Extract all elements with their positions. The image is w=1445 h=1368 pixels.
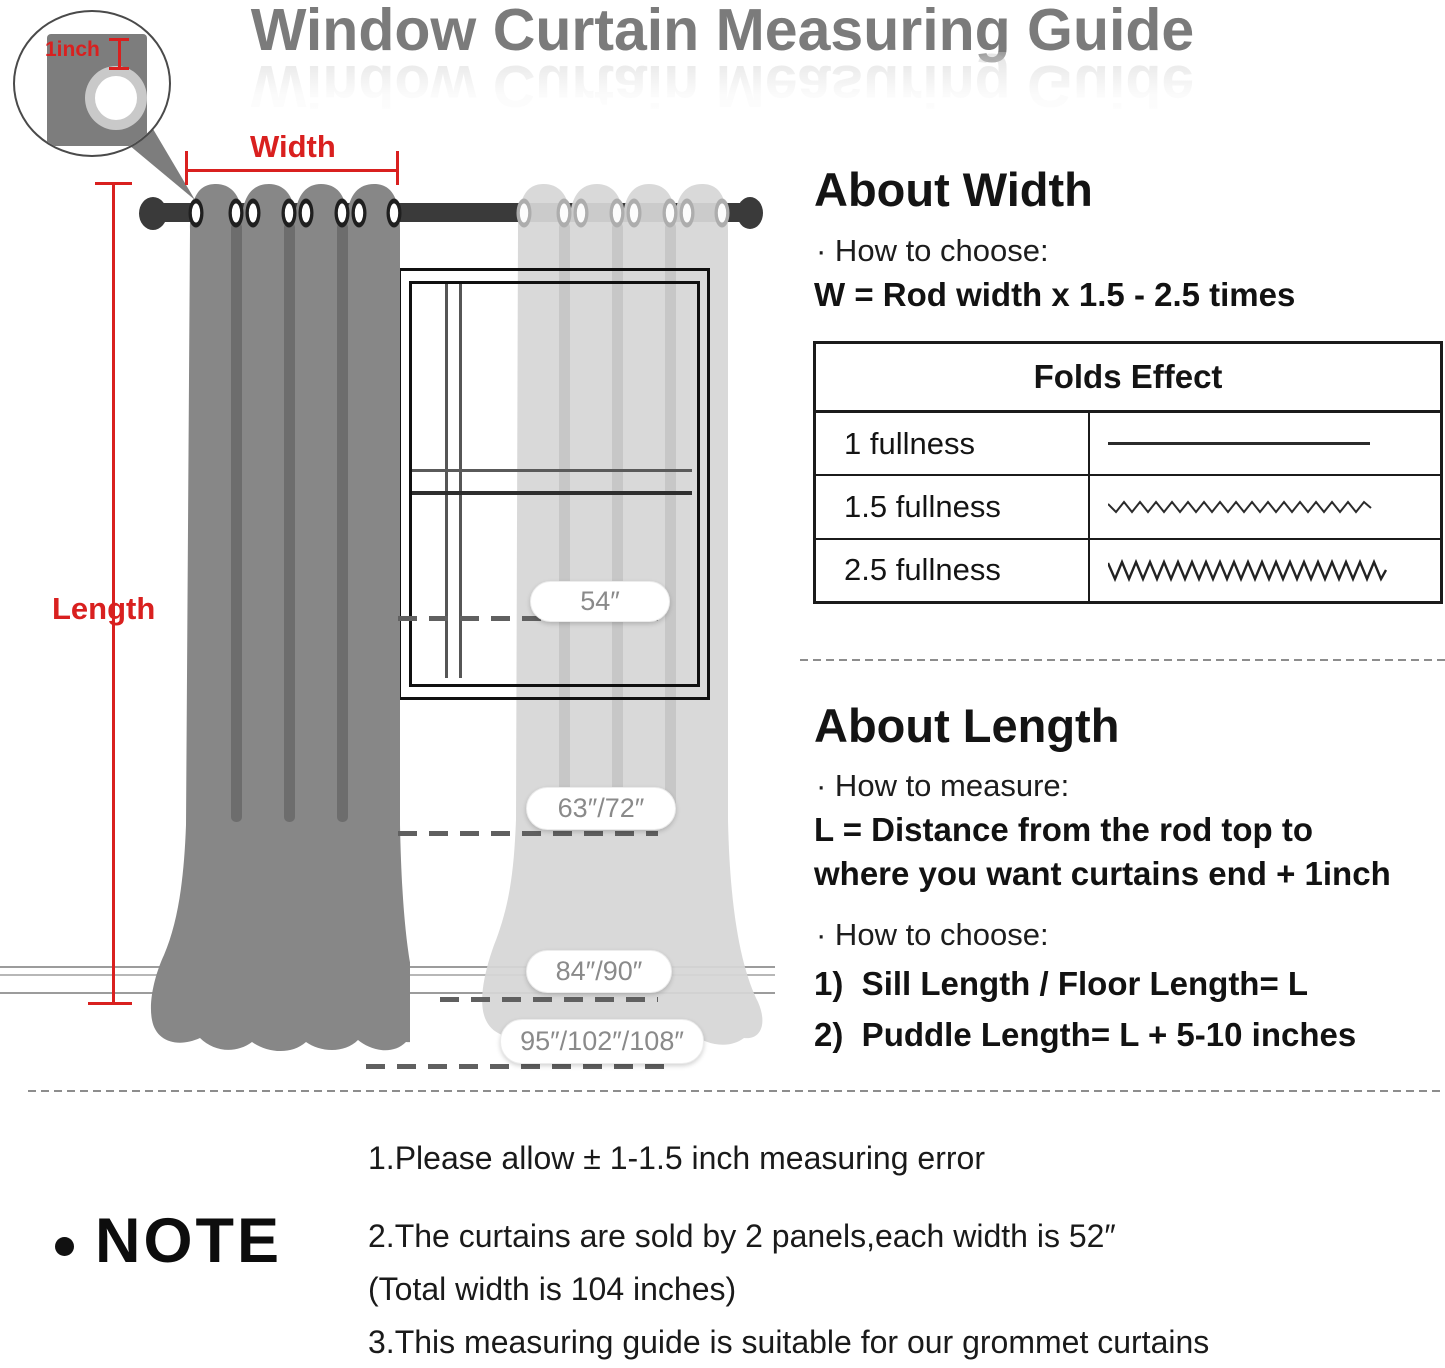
- length-marker-pill: 63″/72″: [526, 787, 676, 830]
- length-formula-line2: where you want curtains end + 1inch: [814, 855, 1391, 892]
- window-sash-rail: [412, 469, 692, 472]
- rod-finial-left: [139, 197, 167, 230]
- rod-finial-right: [737, 197, 763, 229]
- dark-curtain-illustration: [150, 184, 410, 1051]
- length-marker-pill: 95″/102″/108″: [500, 1019, 704, 1064]
- dark-curtain-grommet-icons: [188, 198, 402, 228]
- measure-dashed-line-95-102-108: [366, 1064, 672, 1069]
- note-item-1: 1.Please allow ± 1-1.5 inch measuring er…: [368, 1140, 985, 1176]
- inset-measure-tick: [109, 67, 129, 70]
- note-item-3: 3.This measuring guide is suitable for o…: [368, 1324, 1210, 1360]
- note-item-2-continued: (Total width is 104 inches): [368, 1271, 737, 1307]
- length-formula-line1: L = Distance from the rod top to: [814, 811, 1314, 848]
- length-marker-pill: 54″: [530, 581, 670, 622]
- table-row: 2.5 fullness: [816, 539, 1440, 601]
- window-stile: [459, 284, 462, 678]
- length-how-to-choose: · How to choose:: [816, 917, 1049, 952]
- window-frame-inner: [409, 281, 700, 687]
- about-width-heading: About Width: [814, 163, 1093, 216]
- folds-table-header: Folds Effect: [816, 344, 1440, 413]
- folds-effect-table: Folds Effect 1 fullness 1.5 fullness 2.5…: [813, 341, 1443, 604]
- length-how-to-measure: · How to measure:: [816, 768, 1070, 803]
- grommet-hole: [95, 76, 137, 120]
- dense-zigzag-icon: [1108, 559, 1388, 583]
- magnifier-inset: 1inch: [13, 10, 171, 157]
- note-divider: [28, 1090, 1445, 1092]
- fullness-label: 2.5 fullness: [816, 539, 1090, 601]
- width-measure-line: [185, 169, 399, 172]
- loose-zigzag-icon: [1108, 500, 1372, 514]
- length-option: 2) Puddle Length= L + 5-10 inches: [814, 1016, 1357, 1053]
- light-curtain-grommet-icons: [516, 198, 730, 228]
- note-bullet-icon: [55, 1237, 74, 1256]
- measure-dashed-line-63-72: [398, 831, 658, 836]
- length-marker-pill: 84″/90″: [526, 950, 672, 993]
- inset-measure-label: 1inch: [45, 38, 100, 61]
- section-divider: [800, 659, 1445, 661]
- fullness-label: 1.5 fullness: [816, 476, 1090, 538]
- fold-cell: [1090, 476, 1440, 537]
- inset-measure-tick: [118, 39, 121, 69]
- length-option: 1) Sill Length / Floor Length= L: [814, 965, 1309, 1002]
- width-how-to-choose: · How to choose:: [816, 233, 1049, 268]
- note-heading: NOTE: [95, 1206, 283, 1276]
- length-measure-tick: [88, 1002, 132, 1005]
- inset-measure-tick: [109, 38, 129, 41]
- note-item-2: 2.The curtains are sold by 2 panels,each…: [368, 1218, 1116, 1254]
- width-formula: W = Rod width x 1.5 - 2.5 times: [814, 276, 1296, 313]
- width-label: Width: [250, 129, 336, 164]
- window-sash-rail: [412, 491, 692, 495]
- measure-dashed-line-54: [398, 616, 658, 621]
- width-measure-tick: [396, 151, 399, 185]
- width-measure-tick: [185, 151, 188, 185]
- table-row: 1.5 fullness: [816, 476, 1440, 540]
- length-label: Length: [52, 591, 156, 626]
- window-stile: [445, 284, 448, 678]
- grommet-icon: [85, 66, 147, 130]
- fold-cell: [1090, 413, 1440, 474]
- measure-dashed-line-84-90: [440, 997, 658, 1002]
- length-measure-line: [112, 183, 115, 1004]
- table-row: 1 fullness: [816, 413, 1440, 477]
- straight-line-icon: [1108, 442, 1370, 445]
- length-measure-tick: [95, 182, 132, 185]
- title-reflection-fade: [195, 52, 1255, 128]
- fullness-label: 1 fullness: [816, 413, 1090, 475]
- about-length-heading: About Length: [814, 699, 1120, 752]
- fold-cell: [1090, 540, 1440, 601]
